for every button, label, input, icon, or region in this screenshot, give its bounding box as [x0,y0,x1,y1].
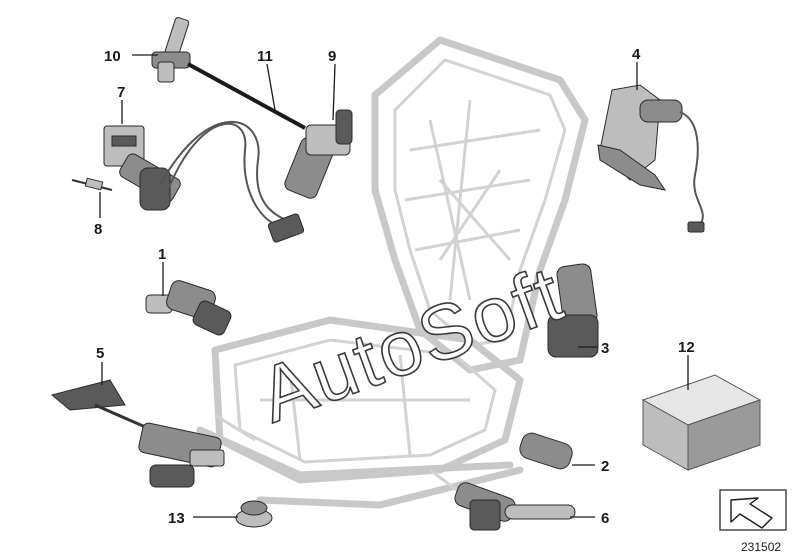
part-5-transmission [50,379,225,488]
part-4-lumbar-bracket [597,84,705,233]
arrow-icon [730,497,773,529]
orientation-arrow-box [719,489,787,531]
part-9-motor [284,109,353,199]
part-12-kit-box [641,374,762,471]
callouts: 10 11 9 7 8 4 1 3 5 12 2 6 13 [94,46,695,527]
watermark: AutoSoft [248,249,574,439]
callout-2: 2 [601,458,609,475]
callout-7: 7 [117,84,125,101]
callout-11: 11 [257,48,273,65]
callout-13: 13 [168,510,185,527]
document-number: 231502 [741,540,781,554]
part-13-cap [235,500,273,528]
part-11-shaft [187,62,306,130]
leader-lines [99,54,689,518]
callout-8: 8 [94,221,102,238]
callout-3: 3 [601,340,609,357]
callout-4: 4 [632,46,641,63]
callout-10: 10 [104,48,121,65]
bowden-cable-2 [159,120,291,223]
bowden-cable [167,122,286,227]
callout-5: 5 [96,345,104,362]
part-1-motor [145,280,232,336]
part-2-motor [519,432,573,470]
part-6-motor [454,482,576,531]
seat-frame [196,36,589,509]
part-7-motor [103,125,181,211]
callout-1: 1 [158,246,166,263]
part-8-spring [71,177,113,191]
callout-9: 9 [328,48,336,65]
cable-connector [267,213,305,243]
callout-6: 6 [601,510,609,527]
callout-12: 12 [678,339,695,356]
part-10-adjuster-handle [151,17,191,83]
